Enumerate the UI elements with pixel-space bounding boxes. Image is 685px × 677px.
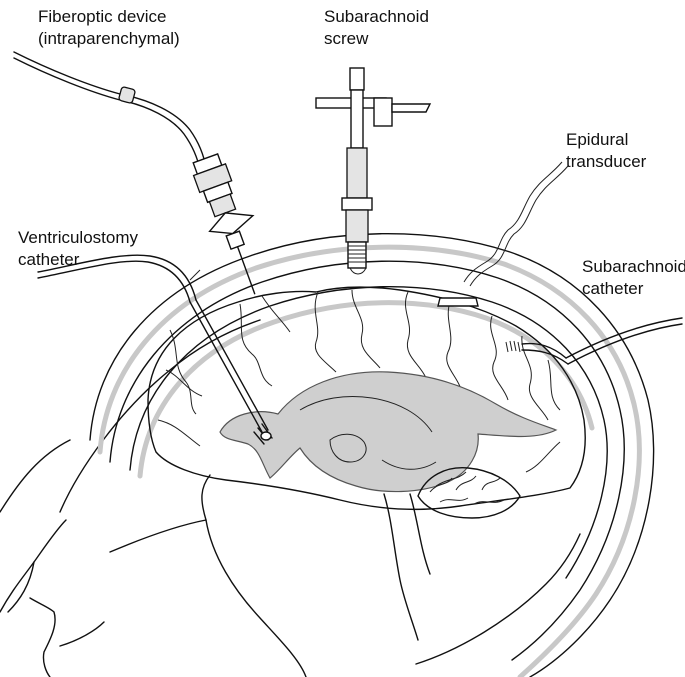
label-subarachnoid-screw: Subarachnoid screw — [324, 6, 429, 50]
label-subarachnoid-catheter: Subarachnoid catheter — [582, 256, 685, 300]
label-ventriculostomy-catheter: Ventriculostomy catheter — [18, 227, 138, 271]
label-ventric-line2: catheter — [18, 249, 138, 271]
label-screw-line1: Subarachnoid — [324, 6, 429, 28]
label-fiberoptic-line2: (intraparenchymal) — [38, 28, 180, 50]
label-epidural-line1: Epidural — [566, 129, 646, 151]
label-fiberoptic-line1: Fiberoptic device — [38, 6, 180, 28]
brainstem — [384, 494, 430, 640]
label-epidural-line2: transducer — [566, 151, 646, 173]
label-screw-line2: screw — [324, 28, 429, 50]
subarachnoid-screw — [316, 68, 430, 274]
label-subcath-line2: catheter — [582, 278, 685, 300]
label-epidural-transducer: Epidural transducer — [566, 129, 646, 173]
label-fiberoptic-device: Fiberoptic device (intraparenchymal) — [38, 6, 180, 50]
ventricles — [220, 372, 556, 492]
label-ventric-line1: Ventriculostomy — [18, 227, 138, 249]
label-subcath-line1: Subarachnoid — [582, 256, 685, 278]
